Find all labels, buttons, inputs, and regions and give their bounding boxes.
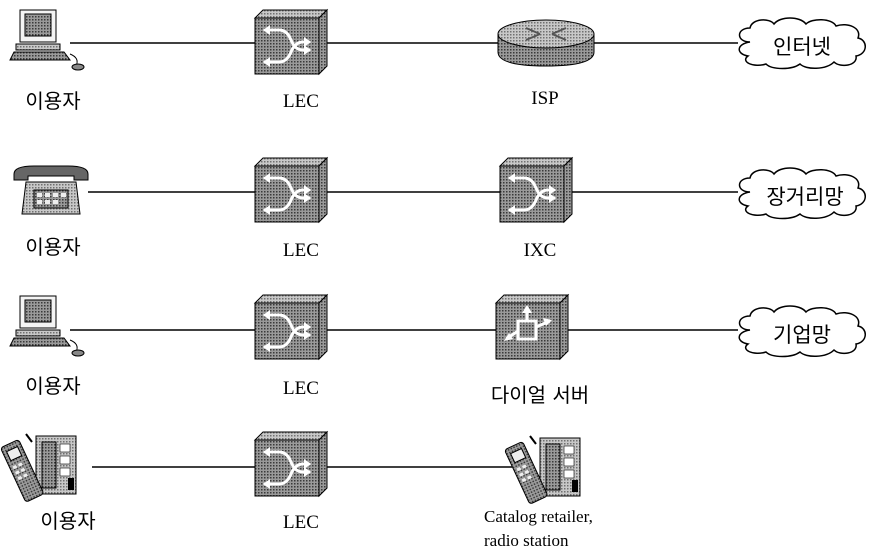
node-label: ISP bbox=[531, 88, 558, 109]
telephone-icon bbox=[13, 165, 89, 215]
user-label: 이용자 bbox=[25, 89, 80, 113]
row-1: 인터넷 이용자 LEC ISP bbox=[9, 8, 867, 113]
switch-icon bbox=[253, 430, 329, 498]
user-label: 이용자 bbox=[40, 509, 95, 533]
node-label: 다이얼 서버 bbox=[491, 383, 589, 407]
computer-icon bbox=[9, 9, 85, 71]
phone-handset-icon bbox=[503, 435, 581, 506]
user-label: 이용자 bbox=[25, 235, 80, 259]
cloud-label: 기업망 bbox=[773, 323, 831, 347]
node-label: IXC bbox=[524, 240, 557, 261]
node-label-line-1: Catalog retailer, bbox=[484, 507, 593, 526]
phone-handset-icon bbox=[0, 433, 78, 504]
dial-server-icon bbox=[494, 293, 570, 361]
switch-label: LEC bbox=[283, 91, 319, 112]
switch-icon bbox=[253, 156, 329, 224]
cloud-label: 장거리망 bbox=[766, 185, 843, 209]
computer-icon bbox=[9, 295, 85, 357]
row-4: 이용자 LEC Catalog retailer, radio station bbox=[0, 430, 593, 550]
switch-icon bbox=[253, 8, 329, 76]
row-3: 기업망 이용자 LEC 다이얼 서버 bbox=[9, 293, 867, 407]
switch-icon bbox=[253, 293, 329, 361]
user-label: 이용자 bbox=[25, 374, 80, 398]
switch-label: LEC bbox=[283, 240, 319, 261]
router-icon bbox=[497, 19, 595, 67]
node-label-line-2: radio station bbox=[484, 531, 569, 550]
switch-icon bbox=[498, 156, 574, 224]
switch-label: LEC bbox=[283, 512, 319, 533]
switch-label: LEC bbox=[283, 378, 319, 399]
row-2: 장거리망 이용자 LEC IXC bbox=[13, 156, 867, 261]
cloud-label: 인터넷 bbox=[773, 35, 831, 59]
